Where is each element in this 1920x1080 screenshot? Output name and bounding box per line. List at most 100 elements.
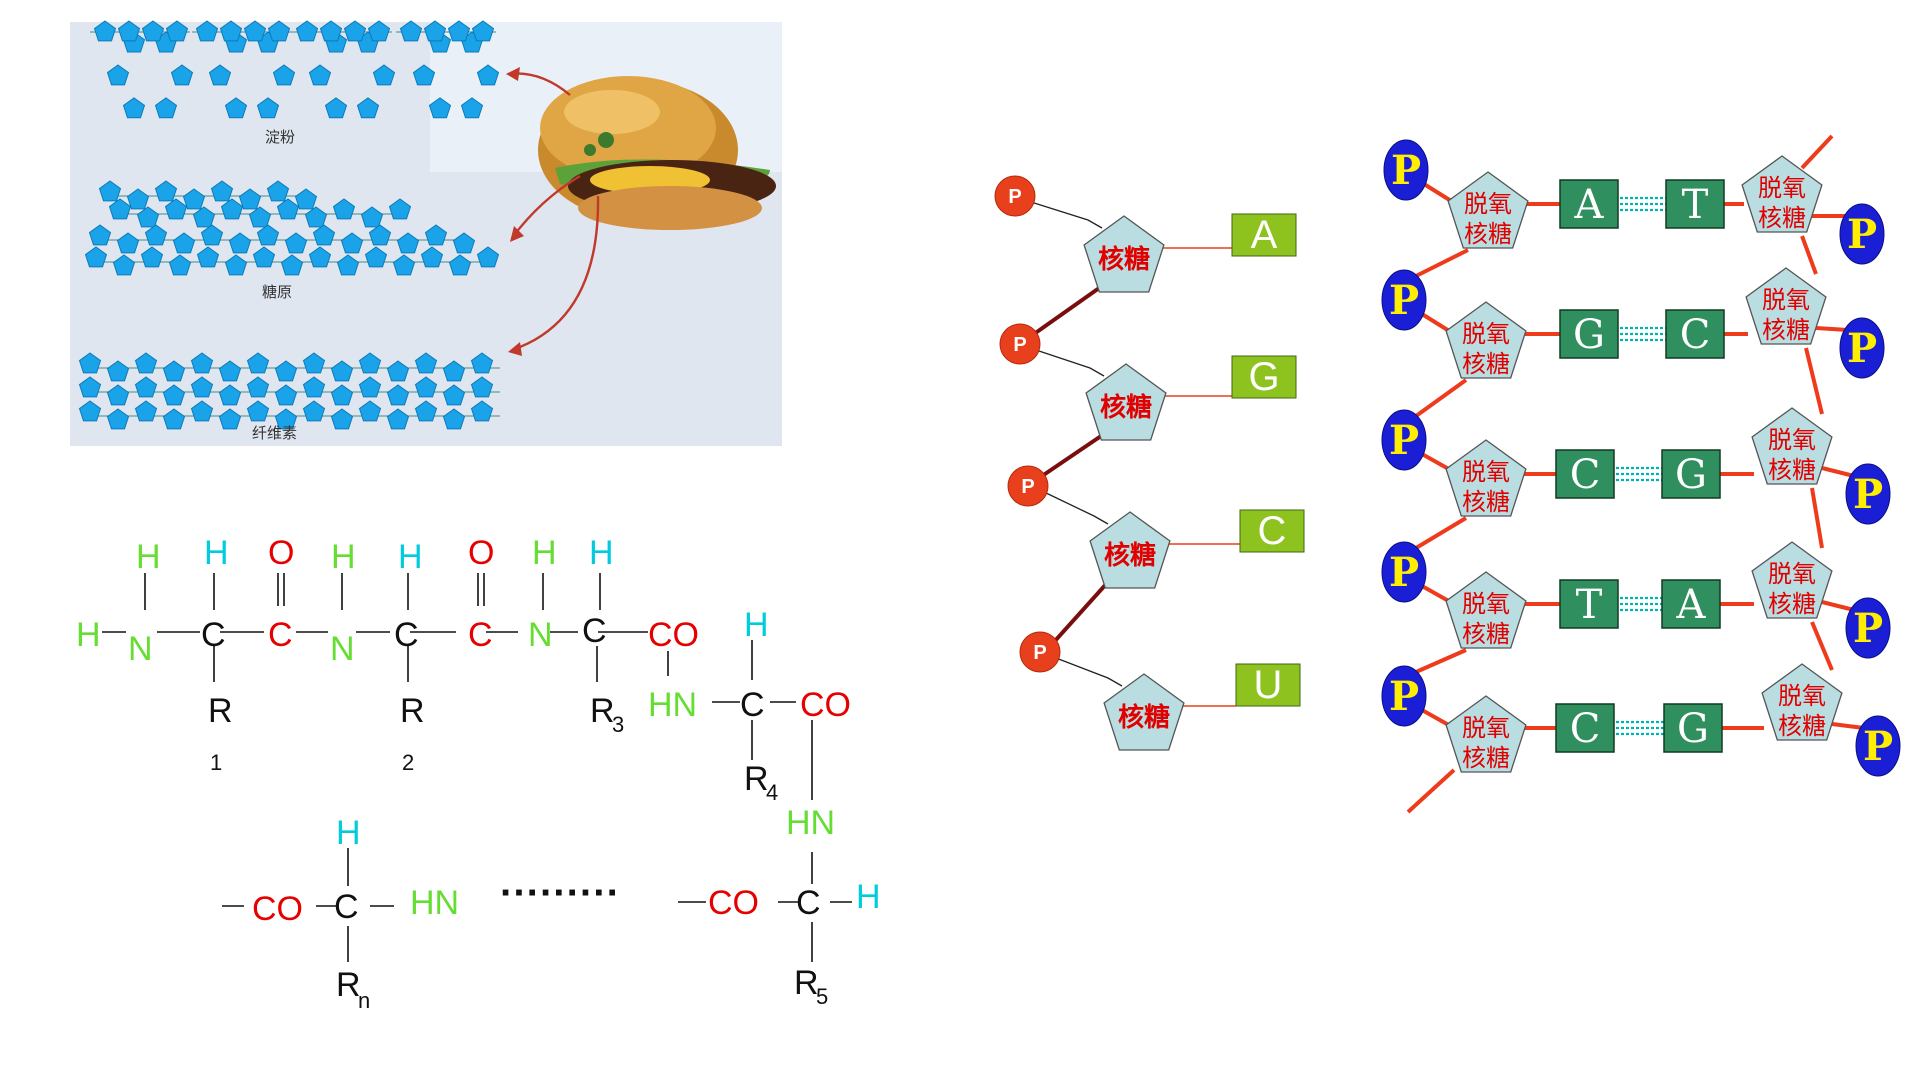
dna-base-label: C xyxy=(1680,312,1711,358)
cellulose-glucose-unit xyxy=(302,352,326,374)
dna-backbone-bond xyxy=(1800,235,1818,275)
glycogen-glucose-unit xyxy=(140,246,164,268)
deoxyribose-label-top: 脱氧 xyxy=(1462,458,1510,486)
cellulose-glucose-unit xyxy=(190,352,214,374)
dna-backbone-bond xyxy=(1810,487,1824,549)
dna-backbone-end xyxy=(1800,134,1834,170)
glycogen-glucose-unit xyxy=(220,198,244,220)
starch-glucose-unit xyxy=(272,64,296,86)
deoxyribose-sugar xyxy=(1445,571,1527,649)
ribose-sugar xyxy=(1083,215,1165,293)
starch-glucose-unit xyxy=(165,20,189,42)
dna-phosphate-label: P xyxy=(1389,417,1419,464)
r-group-5-subscript: 5 xyxy=(816,984,828,1009)
glycogen-glucose-unit xyxy=(108,198,132,220)
deoxyribose-label-bottom: 核糖 xyxy=(1462,620,1510,648)
glycogen-glucose-unit xyxy=(452,232,476,254)
rna-base-box xyxy=(1231,213,1297,257)
cellulose-glucose-unit xyxy=(246,376,270,398)
peptide-c-6: C xyxy=(796,884,821,922)
dna-backbone-bond xyxy=(1414,516,1468,550)
glycogen-glucose-unit xyxy=(266,180,290,202)
glycogen-glucose-unit xyxy=(364,246,388,268)
dna-backbone-bond xyxy=(1831,722,1865,730)
deoxyribose-label-bottom: 核糖 xyxy=(1462,744,1510,772)
cellulose-glucose-unit xyxy=(106,360,130,382)
peptide-o-1: O xyxy=(268,534,294,572)
dna-base-box xyxy=(1555,703,1615,753)
glycogen-glucose-unit xyxy=(200,224,224,246)
starch-glucose-unit xyxy=(295,20,319,42)
starch-glucose-unit xyxy=(356,97,380,119)
glycogen-glucose-unit xyxy=(154,180,178,202)
ribose-sugar xyxy=(1085,363,1167,441)
glycogen-glucose-unit xyxy=(396,232,420,254)
starch-glucose-unit xyxy=(141,20,165,42)
peptide-co-3: CO xyxy=(252,890,303,928)
cellulose-glucose-unit xyxy=(134,376,158,398)
glycogen-glucose-unit xyxy=(252,246,276,268)
dna-phosphate-label: P xyxy=(1847,325,1877,372)
dna-backbone-bond xyxy=(1414,378,1468,418)
starch-glucose-unit xyxy=(256,97,280,119)
glycogen-glucose-unit xyxy=(98,180,122,202)
deoxyribose-sugar xyxy=(1745,267,1827,345)
glycogen-glucose-unit xyxy=(228,232,252,254)
dna-base-box xyxy=(1559,579,1619,629)
r-group-4: R xyxy=(744,760,769,798)
r-group-4-subscript: 4 xyxy=(766,780,778,805)
peptide-h-6: H xyxy=(589,534,614,572)
cellulose-glucose-unit xyxy=(274,360,298,382)
cellulose-glucose-unit xyxy=(78,352,102,374)
peptide-h-8: H xyxy=(336,814,361,852)
glycogen-glucose-unit xyxy=(210,180,234,202)
cellulose-glucose-unit xyxy=(190,400,214,422)
rna-phosphate-label: P xyxy=(1021,476,1034,498)
glycogen-glucose-unit xyxy=(276,198,300,220)
hamburger-icon xyxy=(538,76,776,230)
starch-glucose-unit xyxy=(195,20,219,42)
deoxyribose-label-top: 脱氧 xyxy=(1462,320,1510,348)
starch-glucose-unit xyxy=(324,97,348,119)
deoxyribose-sugar xyxy=(1445,695,1527,773)
glycogen-glucose-unit xyxy=(368,224,392,246)
starch-glucose-unit xyxy=(460,97,484,119)
dna-backbone-bond xyxy=(1810,621,1834,671)
cellulose-glucose-unit xyxy=(78,376,102,398)
starch-glucose-unit xyxy=(428,97,452,119)
glycogen-glucose-unit xyxy=(304,206,328,228)
rna-base-label: C xyxy=(1258,509,1287,553)
peptide-co-1: CO xyxy=(648,616,699,654)
cellulose-glucose-unit xyxy=(358,352,382,374)
cellulose-glucose-unit xyxy=(470,352,494,374)
ribose-sugar xyxy=(1089,511,1171,589)
dna-base-label: T xyxy=(1576,582,1603,628)
starch-glucose-unit xyxy=(399,20,423,42)
rna-phosphate xyxy=(999,323,1041,365)
glycogen-glucose-unit xyxy=(388,198,412,220)
starch-glucose-unit xyxy=(319,20,343,42)
peptide-h-7: H xyxy=(744,606,769,644)
deoxyribose-label-bottom: 核糖 xyxy=(1462,350,1510,378)
dna-phosphate-label: P xyxy=(1853,605,1883,652)
glycogen-glucose-unit xyxy=(136,206,160,228)
dna-base-label: G xyxy=(1573,312,1605,358)
starch-structure xyxy=(90,20,500,119)
polysaccharide-panel: 淀粉 糖原 纤维素 xyxy=(70,20,782,446)
glycogen-glucose-unit xyxy=(126,188,150,210)
ribose-label: 核糖 xyxy=(1104,540,1156,571)
starch-glucose-unit xyxy=(476,64,500,86)
cellulose-glucose-unit xyxy=(414,400,438,422)
cellulose-glucose-unit xyxy=(358,400,382,422)
r-group-5: R xyxy=(794,964,819,1002)
dna-phosphate-label: P xyxy=(1847,211,1877,258)
cellulose-glucose-unit xyxy=(106,384,130,406)
peptide-h-terminal: H xyxy=(76,616,101,654)
dna-phosphate xyxy=(1839,317,1885,379)
glycogen-glucose-unit xyxy=(476,246,500,268)
rna-phosphate-label: P xyxy=(1013,334,1026,356)
peptide-hn-1: HN xyxy=(648,686,697,724)
dna-phosphate-label: P xyxy=(1389,277,1419,324)
peptide-c-4: C xyxy=(740,686,765,724)
deoxyribose-sugar xyxy=(1741,155,1823,233)
